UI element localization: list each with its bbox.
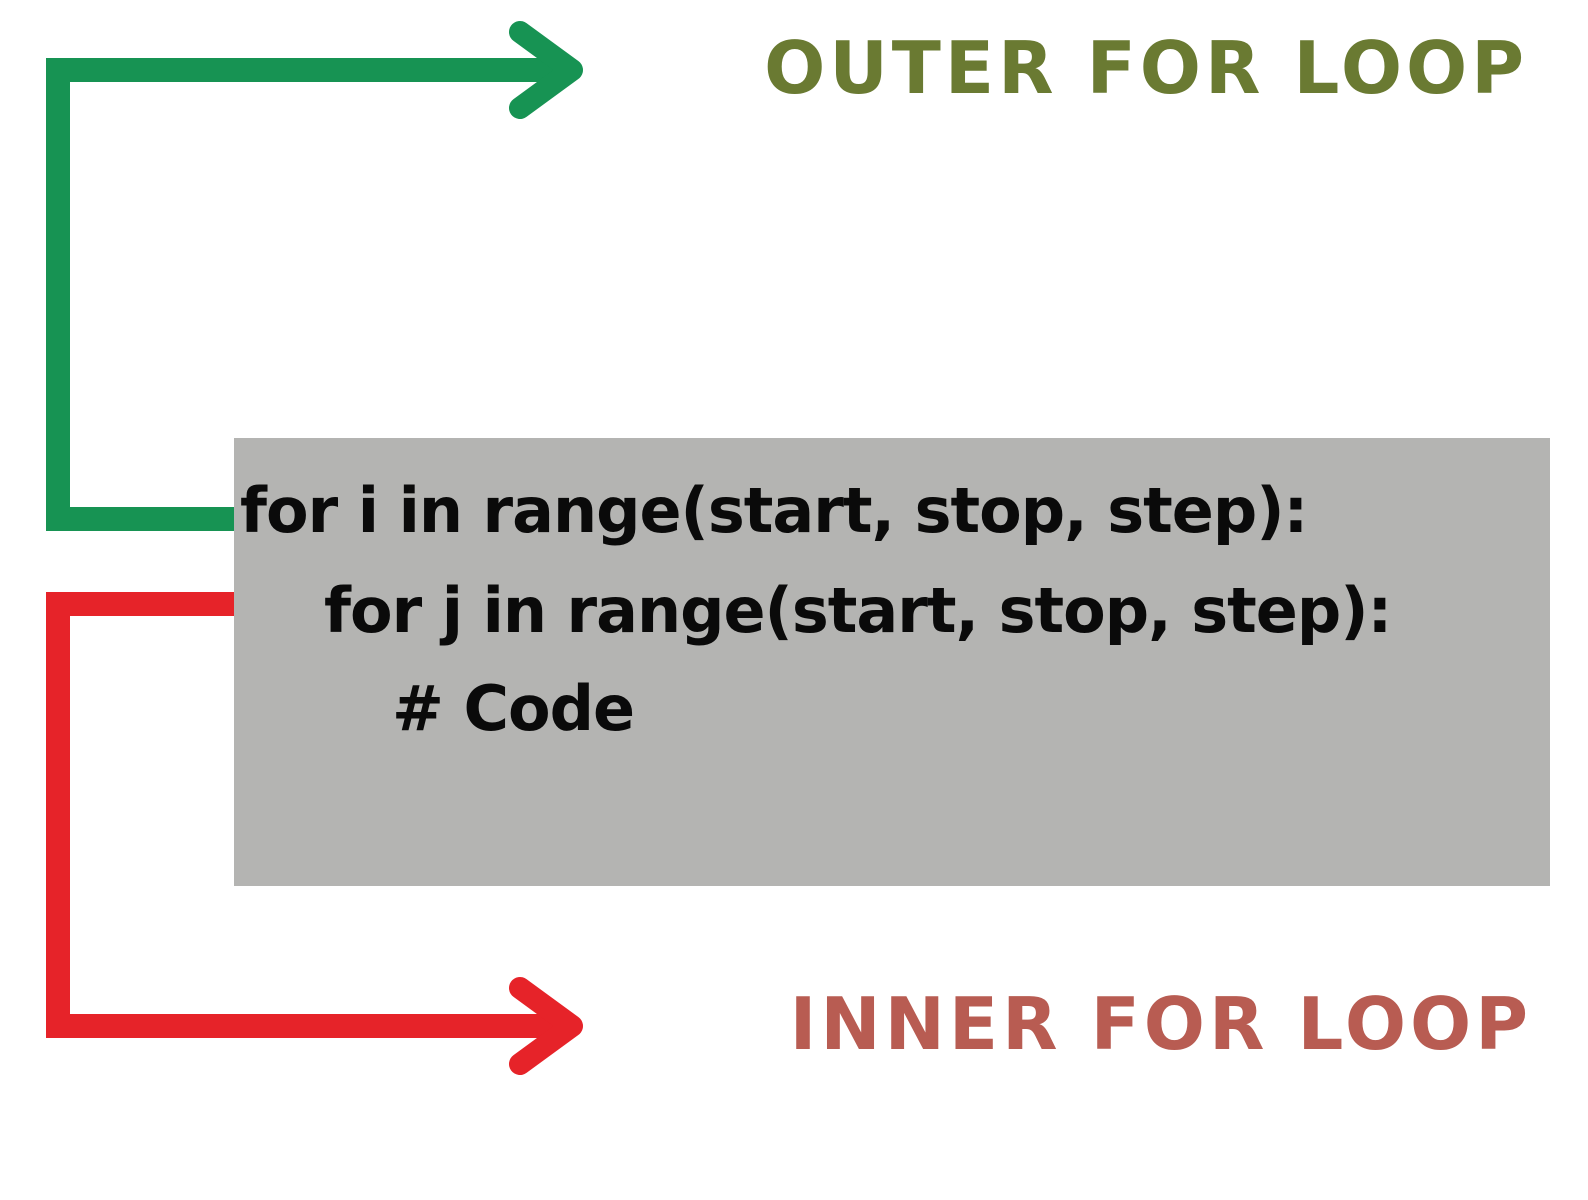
inner-loop-connector — [46, 592, 570, 1038]
inner-loop-label: INNER FOR LOOP — [789, 982, 1532, 1066]
outer-loop-connector — [46, 58, 570, 531]
inner-loop-code-line: for j in range(start, stop, step): — [324, 574, 1392, 647]
code-block — [234, 438, 1550, 886]
inner-loop-arrowhead — [509, 977, 583, 1075]
outer-loop-arrowhead — [509, 21, 583, 119]
loop-body-comment: # Code — [392, 672, 635, 745]
outer-loop-code-line: for i in range(start, stop, step): — [240, 474, 1308, 547]
outer-loop-label: OUTER FOR LOOP — [764, 26, 1528, 110]
